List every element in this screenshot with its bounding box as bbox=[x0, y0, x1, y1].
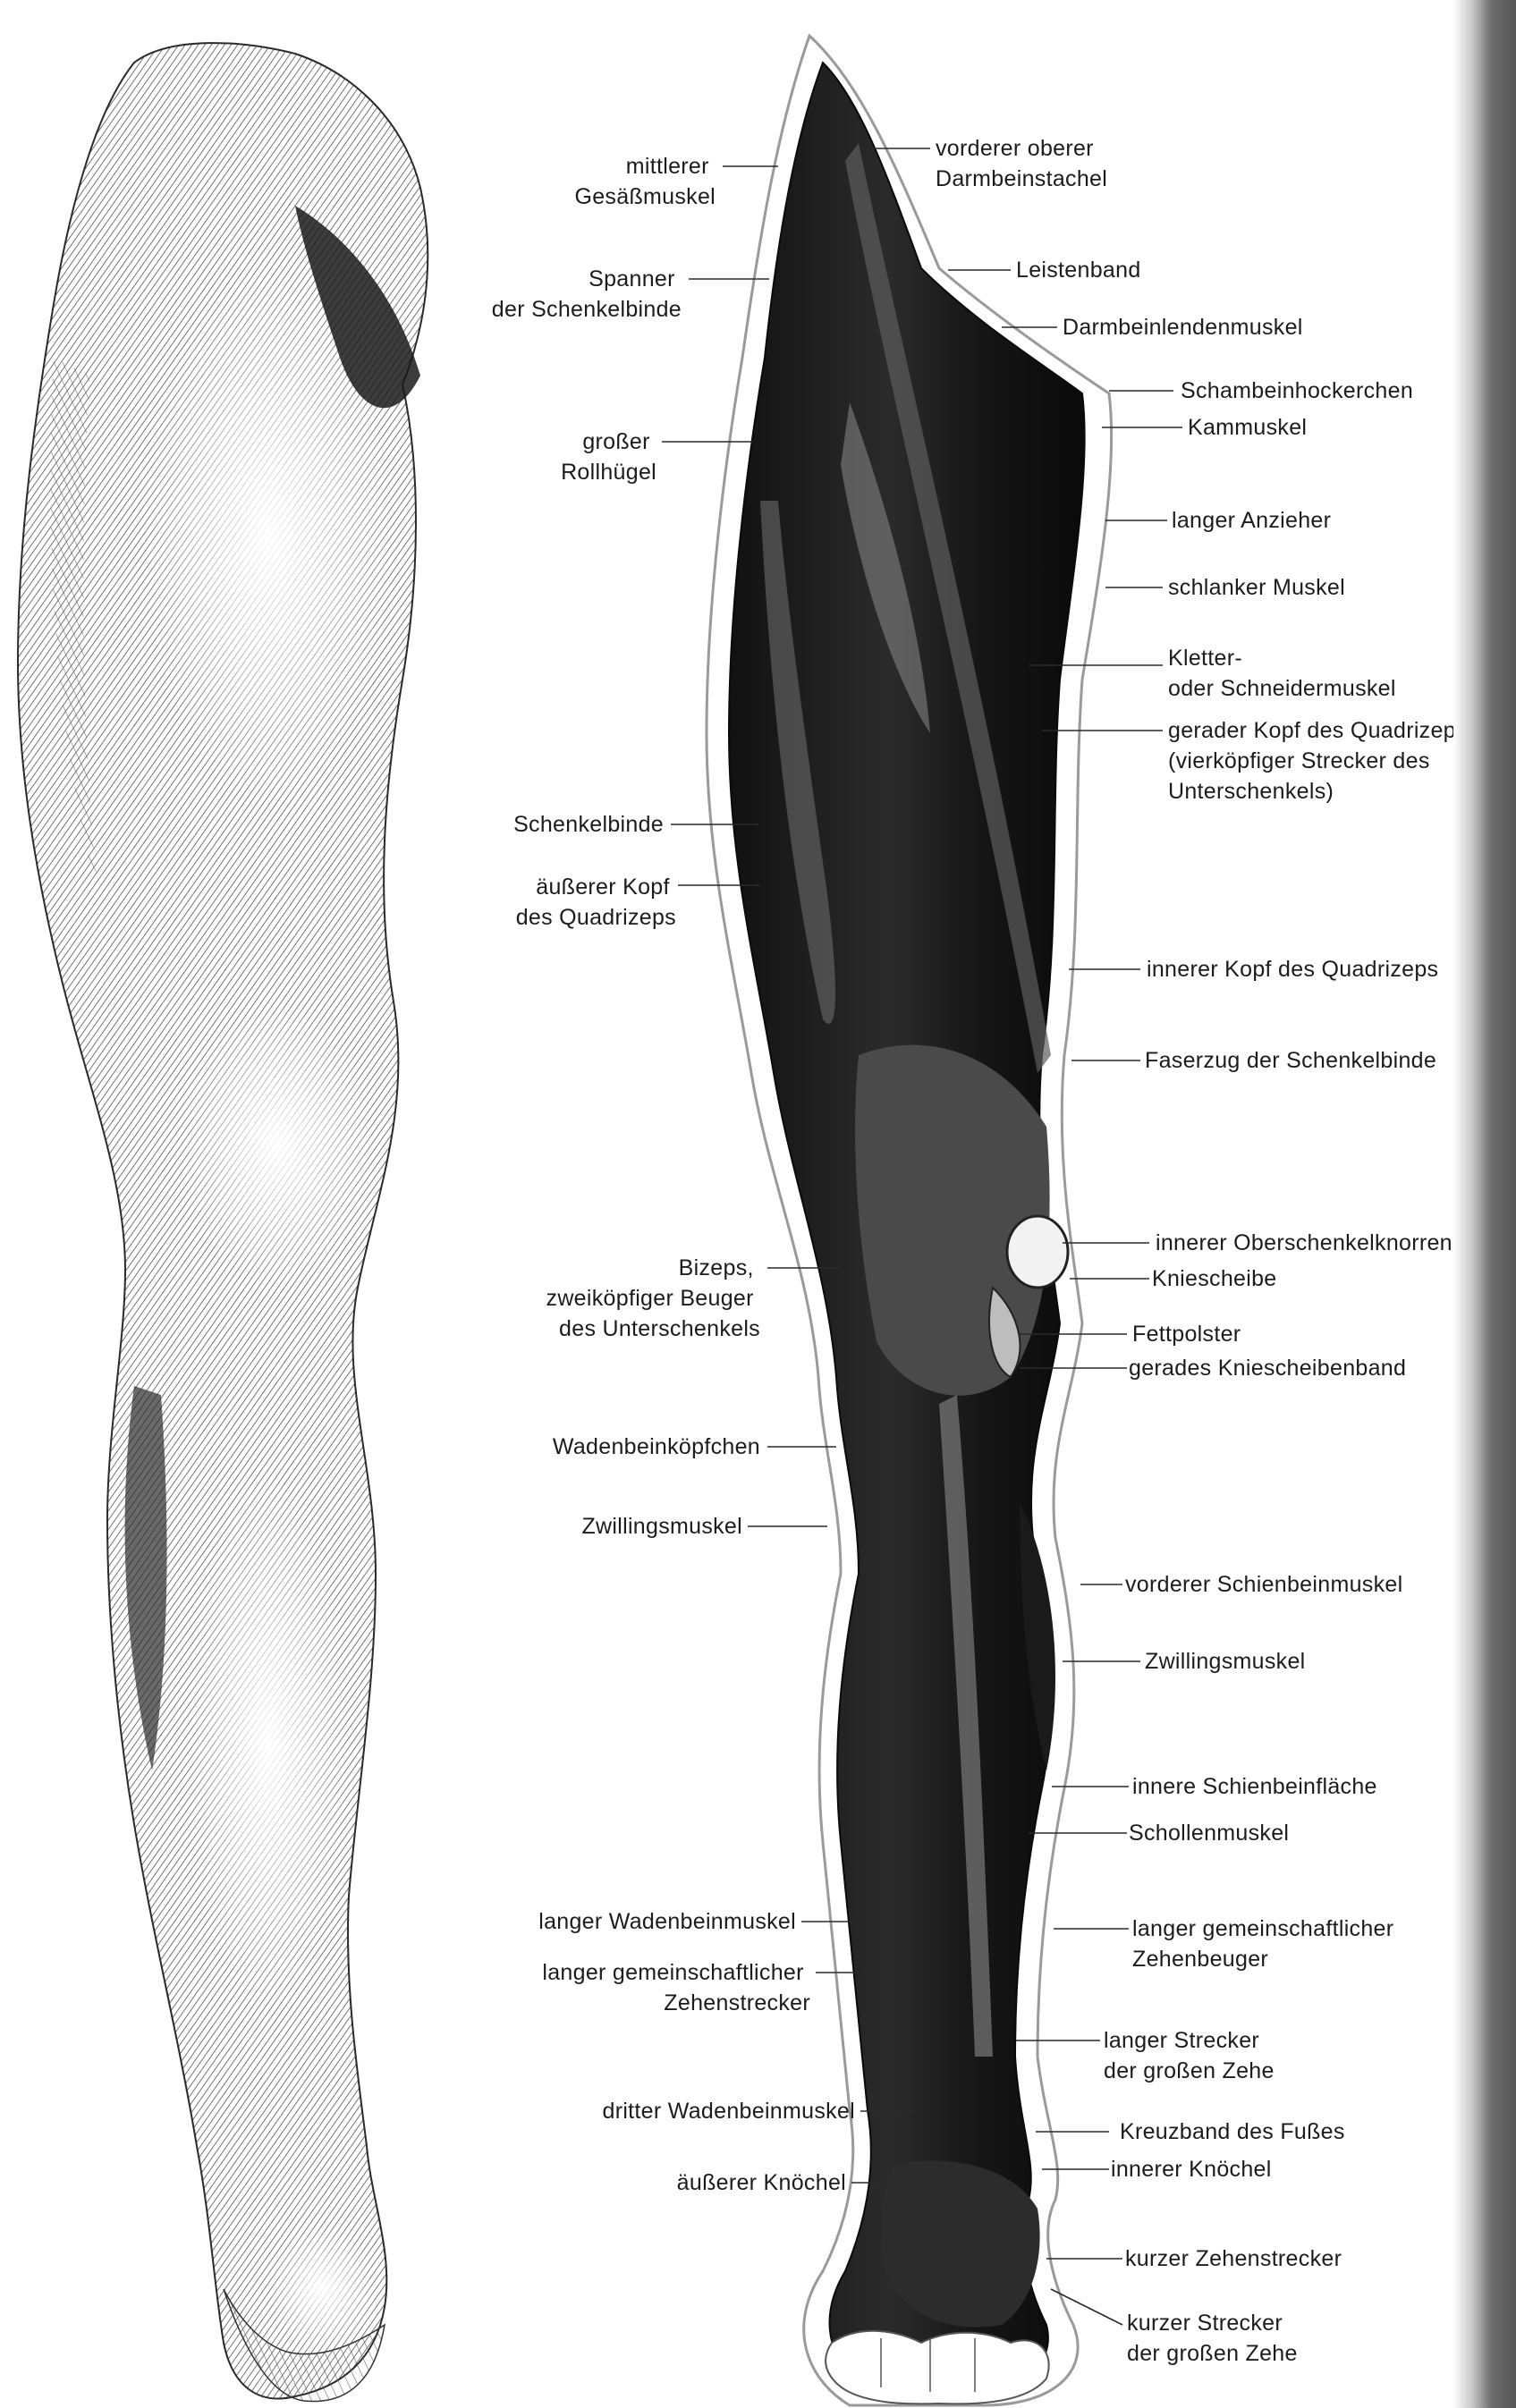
label-r-7: schlanker Muskel bbox=[1168, 575, 1345, 600]
label-r-3: Darmbeinlendenmuskel bbox=[1063, 315, 1303, 340]
label-r-4: Schambeinhockerchen bbox=[1181, 378, 1413, 403]
label-r-11: Faserzug der Schenkelbinde bbox=[1145, 1048, 1436, 1073]
muscle-leg-drawing bbox=[707, 36, 1112, 2405]
label-r-14: Fettpolster bbox=[1132, 1322, 1241, 1347]
label-l-7: Wadenbeinköpfchen bbox=[553, 1434, 760, 1459]
label-r-9: gerader Kopf des Quadrizeps (vierköpfige… bbox=[1168, 718, 1474, 804]
label-l-8: Zwillingsmuskel bbox=[581, 1514, 742, 1539]
label-l-11: dritter Wadenbeinmuskel bbox=[603, 2099, 856, 2124]
surface-leg-drawing bbox=[18, 43, 428, 2401]
label-l-1: mittlerer Gesäßmuskel bbox=[574, 154, 716, 209]
label-l-4: Schenkelbinde bbox=[513, 812, 664, 837]
label-r-15: gerades Kniescheibenband bbox=[1129, 1356, 1406, 1381]
label-r-5: Kammuskel bbox=[1188, 415, 1307, 440]
surface-highlight-ankle bbox=[268, 2226, 376, 2352]
label-r-24: kurzer Zehenstrecker bbox=[1125, 2246, 1342, 2271]
page-binding-edge bbox=[1453, 0, 1516, 2408]
toes-outline bbox=[826, 2331, 1049, 2404]
label-l-9: langer Wadenbeinmuskel bbox=[538, 1909, 796, 1934]
label-r-12: innerer Oberschenkelknorren bbox=[1156, 1230, 1452, 1255]
label-r-25: kurzer Strecker der großen Zehe bbox=[1127, 2311, 1298, 2366]
label-r-23: innerer Knöchel bbox=[1111, 2157, 1272, 2182]
label-r-6: langer Anzieher bbox=[1172, 508, 1331, 533]
surface-highlight-shin bbox=[188, 1475, 349, 2012]
label-r-19: Schollenmuskel bbox=[1129, 1821, 1289, 1846]
label-r-16: vorderer Schienbeinmuskel bbox=[1125, 1572, 1402, 1597]
label-l-6: Bizeps, zweiköpfiger Beuger des Untersch… bbox=[546, 1255, 760, 1341]
patella bbox=[1007, 1216, 1068, 1288]
label-r-17: Zwillingsmuskel bbox=[1145, 1649, 1306, 1674]
label-l-3: großer Rollhügel bbox=[561, 429, 656, 485]
label-r-13: Kniescheibe bbox=[1152, 1266, 1277, 1291]
label-r-20: langer gemeinschaftlicher Zehenbeuger bbox=[1132, 1916, 1401, 1972]
label-r-1: vorderer oberer Darmbeinstachel bbox=[936, 136, 1107, 191]
label-l-12: äußerer Knöchel bbox=[677, 2170, 846, 2195]
label-r-22: Kreuzband des Fußes bbox=[1120, 2119, 1345, 2144]
surface-highlight-knee bbox=[179, 1001, 376, 1288]
label-r-18: innere Schienbeinfläche bbox=[1132, 1774, 1377, 1799]
label-r-21: langer Strecker der großen Zehe bbox=[1104, 2028, 1275, 2083]
label-r-8: Kletter- oder Schneidermuskel bbox=[1168, 646, 1396, 701]
label-r-10: innerer Kopf des Quadrizeps bbox=[1147, 957, 1438, 982]
label-l-5: äußerer Kopf des Quadrizeps bbox=[516, 874, 676, 930]
label-r-2: Leistenband bbox=[1016, 258, 1141, 283]
label-l-10: langer gemeinschaftlicher Zehenstrecker bbox=[542, 1960, 810, 2015]
label-l-2: Spanner der Schenkelbinde bbox=[492, 266, 682, 322]
